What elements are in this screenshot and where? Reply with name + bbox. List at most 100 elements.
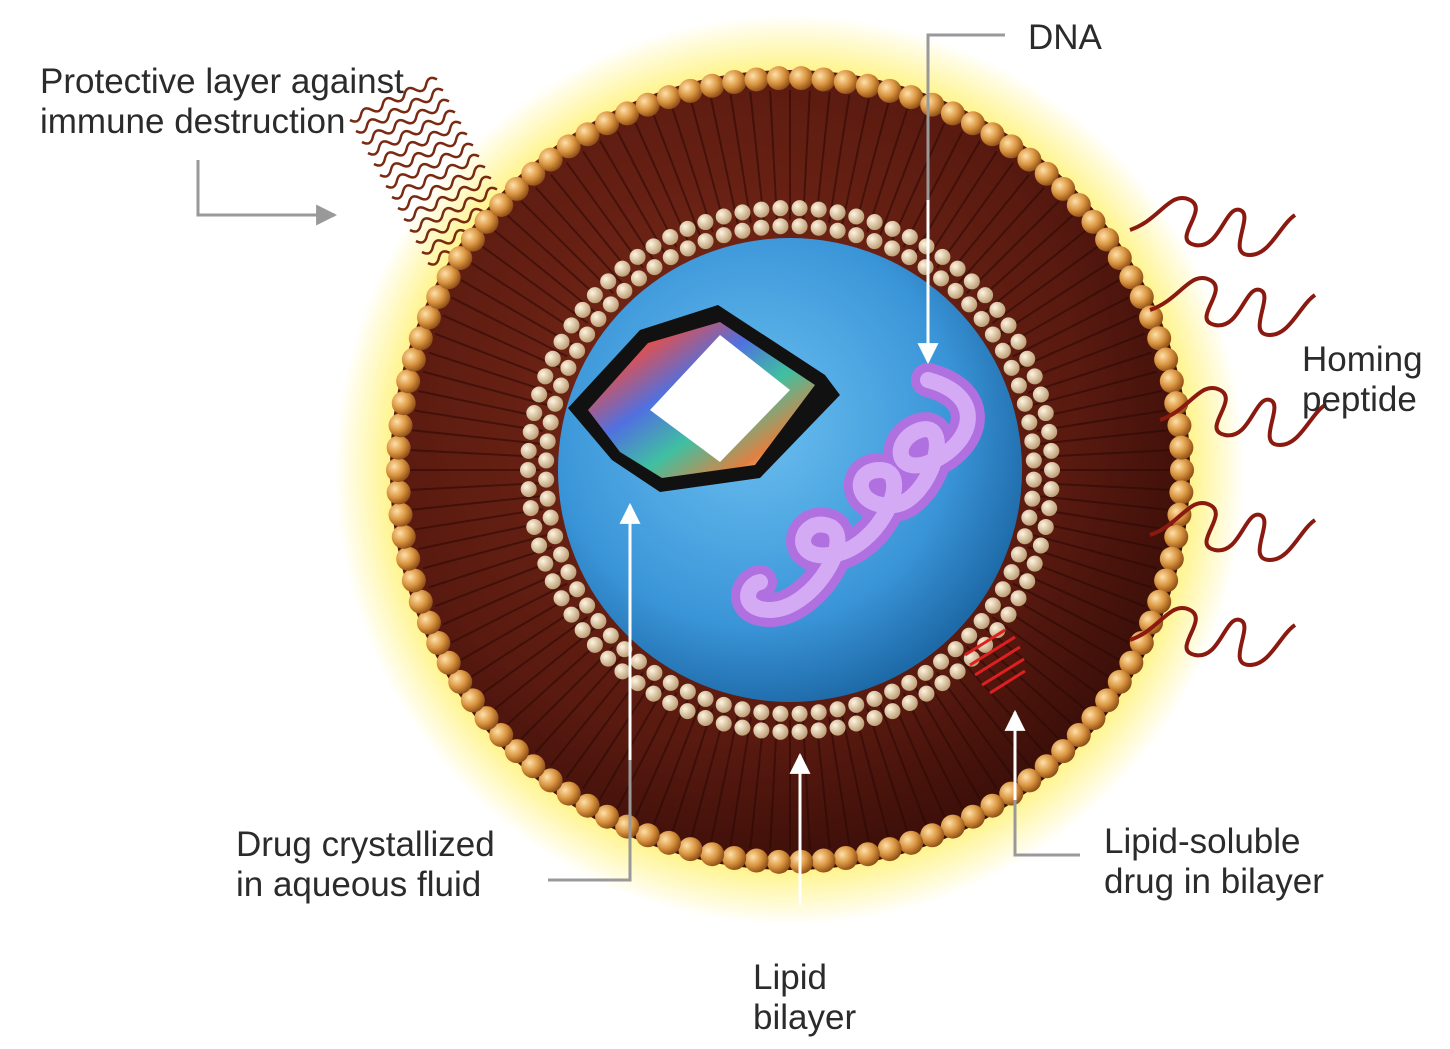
inner-lipid-head bbox=[1032, 386, 1049, 403]
inner-lipid-head bbox=[553, 590, 570, 607]
lipid-head bbox=[960, 111, 985, 136]
inner-lipid-head bbox=[569, 342, 586, 359]
inner-lipid-head bbox=[553, 377, 570, 394]
lipid-tail bbox=[1027, 546, 1152, 589]
inner-lipid-head bbox=[949, 260, 966, 277]
inner-lipid-head bbox=[531, 537, 548, 554]
inner-lipid-head bbox=[1000, 606, 1017, 623]
lipid-head bbox=[401, 568, 426, 593]
lipid-tail bbox=[428, 351, 553, 394]
lipid-tail bbox=[616, 692, 678, 810]
lipid-head bbox=[436, 650, 461, 675]
inner-lipid-head bbox=[522, 423, 539, 440]
lipid-tail bbox=[634, 697, 690, 818]
inner-lipid-head bbox=[810, 704, 827, 721]
lipid-tail bbox=[710, 98, 740, 226]
lipid-tail bbox=[414, 508, 544, 531]
inner-lipid-head bbox=[1037, 405, 1054, 422]
inner-lipid-head bbox=[602, 627, 619, 644]
lipid-head bbox=[1169, 435, 1194, 460]
lipid-tail bbox=[925, 679, 998, 790]
polymer-chain bbox=[397, 164, 486, 211]
inner-lipid-head bbox=[1021, 509, 1038, 526]
inner-lipid-head bbox=[791, 705, 808, 722]
inner-lipid-head bbox=[848, 715, 865, 732]
lipid-head bbox=[388, 413, 413, 438]
inner-lipid-head bbox=[590, 310, 607, 327]
lipid-head bbox=[1139, 610, 1164, 635]
lipid-head bbox=[700, 73, 725, 98]
lipid-head bbox=[504, 176, 529, 201]
lipid-head bbox=[1051, 739, 1076, 764]
lipid-tail bbox=[442, 570, 563, 626]
polymer-chain bbox=[355, 87, 444, 134]
lipid-tail bbox=[729, 94, 752, 224]
lipid-head bbox=[474, 209, 499, 234]
lipid-tail bbox=[902, 130, 964, 248]
lipid-tail bbox=[411, 495, 542, 511]
label-line: bilayer bbox=[753, 998, 857, 1037]
lipid-tail bbox=[983, 626, 1086, 710]
inner-lipid-head bbox=[645, 685, 662, 702]
lipid-head bbox=[999, 781, 1024, 806]
lipid-head bbox=[1167, 413, 1192, 438]
lipid-tail bbox=[966, 200, 1060, 294]
lipid-tail bbox=[450, 296, 568, 358]
polymer-chain bbox=[349, 76, 438, 123]
inner-lipid-head bbox=[949, 663, 966, 680]
lipid-tail bbox=[1038, 495, 1169, 511]
lipid-head bbox=[416, 305, 441, 330]
lipid-tail bbox=[652, 114, 702, 237]
lipid-head bbox=[521, 754, 546, 779]
inner-lipid-head bbox=[579, 597, 596, 614]
lipid-head bbox=[920, 823, 945, 848]
inner-lipid-head bbox=[1025, 471, 1042, 488]
lipid-tail bbox=[975, 214, 1074, 304]
lipid-tail bbox=[840, 714, 870, 842]
inner-lipid-head bbox=[560, 564, 577, 581]
lipid-tail bbox=[1038, 429, 1169, 445]
inner-lipid-head bbox=[934, 675, 951, 692]
lipid-tail bbox=[966, 646, 1060, 740]
lipid-tail bbox=[956, 655, 1046, 754]
inner-lipid-head bbox=[866, 709, 883, 726]
label-protective-layer: Protective layer against immune destruct… bbox=[40, 62, 404, 142]
inner-lipid-head bbox=[526, 518, 543, 535]
homing-peptide bbox=[1149, 276, 1317, 338]
inner-lipid-head bbox=[531, 386, 548, 403]
inner-lipid-head bbox=[679, 703, 696, 720]
inner-lipid-head bbox=[734, 204, 751, 221]
inner-lipid-head bbox=[934, 248, 951, 265]
inner-lipid-heads bbox=[520, 200, 1060, 740]
drug-crystal bbox=[568, 305, 840, 492]
lipid-tail bbox=[991, 245, 1099, 324]
inner-lipid-head bbox=[961, 627, 978, 644]
lipid-head bbox=[1051, 176, 1076, 201]
lipid-head bbox=[1139, 305, 1164, 330]
label-line: Lipid bbox=[753, 958, 827, 997]
inner-lipid-head bbox=[1043, 481, 1060, 498]
lipid-head bbox=[855, 842, 880, 867]
lipid-tail bbox=[494, 626, 597, 710]
inner-lipid-head bbox=[1024, 433, 1041, 450]
inner-lipid-head bbox=[1019, 573, 1036, 590]
inner-lipid-head bbox=[526, 405, 543, 422]
inner-lipid-head bbox=[829, 222, 846, 239]
lipid-tail bbox=[520, 200, 614, 294]
inner-lipid-head bbox=[810, 201, 827, 218]
lipid-tail bbox=[890, 122, 946, 243]
inner-lipid-head bbox=[662, 228, 679, 245]
lipid-head bbox=[980, 793, 1005, 818]
lipid-tail bbox=[853, 711, 890, 838]
inner-lipid-head bbox=[697, 690, 714, 707]
polymer-chain bbox=[391, 153, 480, 200]
lipid-head bbox=[1017, 147, 1042, 172]
inner-lipid-head bbox=[984, 597, 1001, 614]
lipid-head bbox=[678, 837, 703, 862]
lipid-head bbox=[960, 804, 985, 829]
inner-lipid-head bbox=[984, 326, 1001, 343]
inner-lipid-head bbox=[586, 636, 603, 653]
lipid-tail bbox=[634, 122, 690, 243]
inner-lipid-head bbox=[602, 296, 619, 313]
